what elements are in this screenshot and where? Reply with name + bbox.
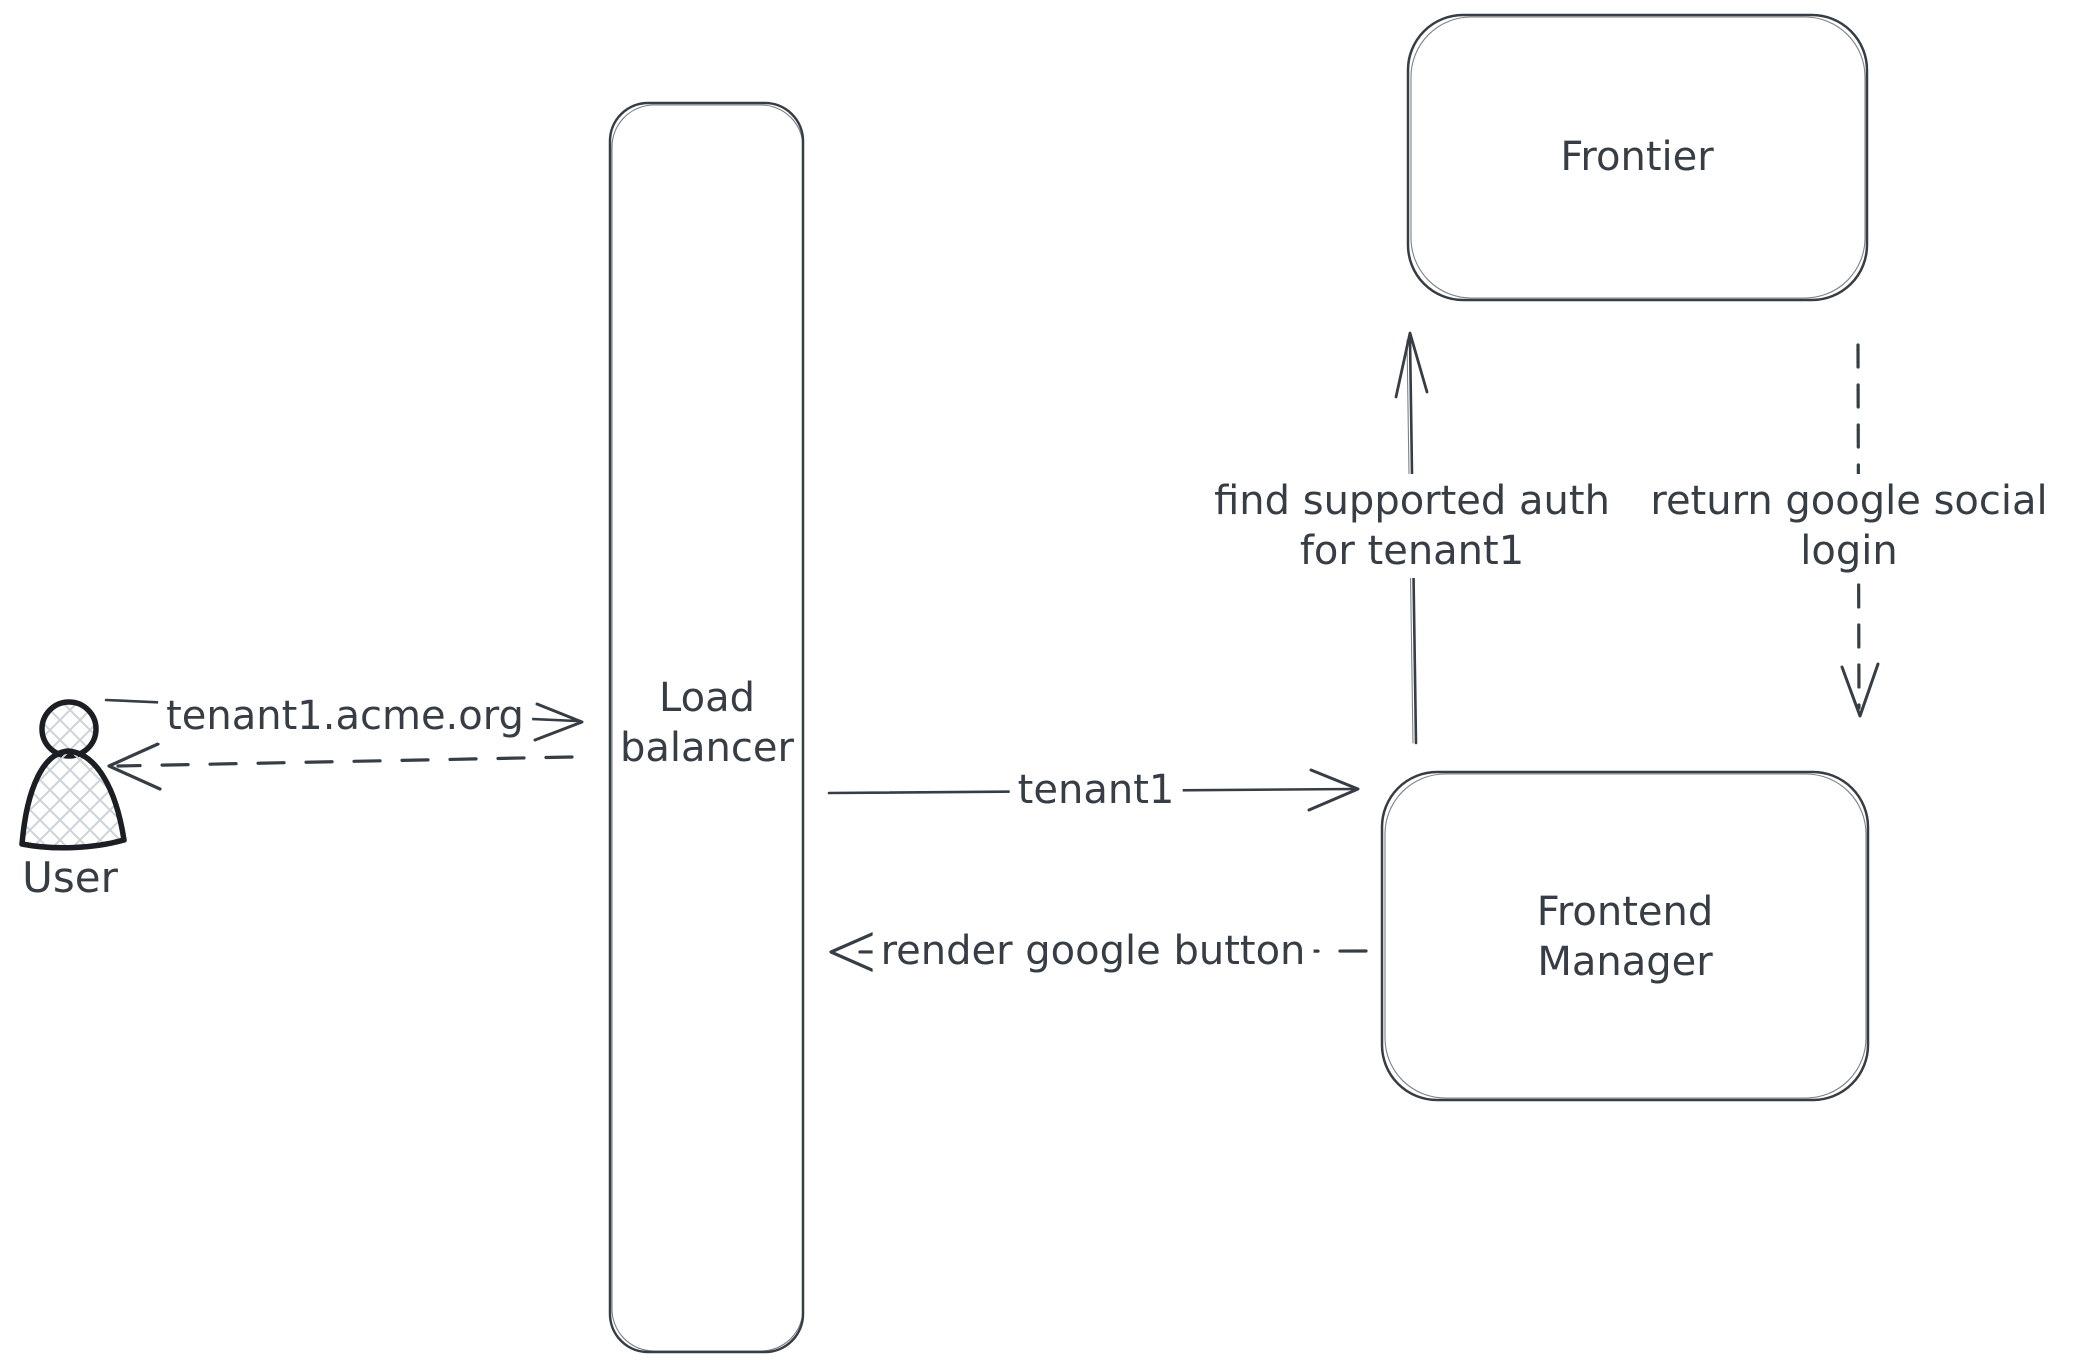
load-balancer-box <box>608 101 805 1354</box>
message-tenant1: tenant1 <box>1009 763 1183 817</box>
load-balancer-label-line2: balancer <box>620 725 794 771</box>
load-balancer-label-line1: Load <box>659 675 755 721</box>
message-find-supported-auth: find supported auth for tenant1 <box>1206 474 1618 578</box>
message-render-google-button: render google button <box>872 924 1314 978</box>
frontend-manager-label: Frontend Manager <box>1529 885 1722 989</box>
load-balancer-label: Load balancer <box>612 671 802 775</box>
frontend-manager-label-line1: Frontend <box>1536 889 1714 935</box>
arrow-lb-reply-to-user <box>107 742 574 791</box>
message-return-google-social-line1: return google social <box>1650 478 2048 524</box>
message-return-google-social: return google social login <box>1642 474 2056 578</box>
user-label: User <box>22 853 118 902</box>
frontend-manager-box <box>1380 770 1870 1102</box>
message-return-google-social-line2: login <box>1800 528 1898 574</box>
frontend-manager-label-line2: Manager <box>1537 939 1713 985</box>
user-figure-icon <box>19 699 127 851</box>
message-find-supported-auth-line2: for tenant1 <box>1299 528 1525 574</box>
message-find-supported-auth-line1: find supported auth <box>1214 478 1610 524</box>
frontier-box <box>1406 13 1869 302</box>
frontier-label: Frontier <box>1560 134 1714 180</box>
message-tenant1-acme-org: tenant1.acme.org <box>158 689 532 743</box>
